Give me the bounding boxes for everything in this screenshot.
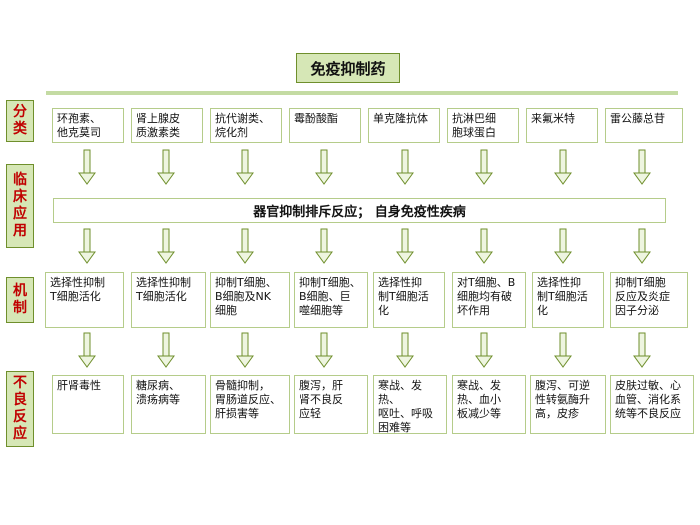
- label-adverse-reaction: 不 良 反 应: [6, 371, 34, 447]
- down-arrow-icon: [315, 149, 333, 185]
- down-arrow-icon: [78, 332, 96, 368]
- adverse-cell: 糖尿病、 溃疡病等: [131, 375, 206, 434]
- down-arrow-icon: [315, 228, 333, 264]
- down-arrow-icon: [396, 228, 414, 264]
- down-arrow-icon: [157, 332, 175, 368]
- arrows-category-to-use: [78, 149, 651, 185]
- mechanism-cell: 选择性抑 制T细胞活 化: [373, 272, 445, 328]
- down-arrow-icon: [475, 332, 493, 368]
- adverse-cell: 肝肾毒性: [52, 375, 124, 434]
- down-arrow-icon: [633, 149, 651, 185]
- down-arrow-icon: [475, 228, 493, 264]
- arrows-use-to-mechanism: [78, 228, 651, 264]
- category-cell: 雷公藤总苷: [605, 108, 683, 143]
- category-cell: 环孢素、 他克莫司: [52, 108, 124, 143]
- category-cell: 单克隆抗体: [368, 108, 440, 143]
- adverse-cell: 寒战、发热、 呕吐、呼吸 困难等: [373, 375, 447, 434]
- arrows-mechanism-to-adverse: [78, 332, 651, 368]
- down-arrow-icon: [396, 149, 414, 185]
- label-mechanism: 机 制: [6, 277, 34, 323]
- clinical-use-box: 器官抑制排斥反应； 自身免疫性疾病: [53, 198, 666, 223]
- down-arrow-icon: [396, 332, 414, 368]
- adverse-cell: 皮肤过敏、心 血管、消化系 统等不良反应: [610, 375, 694, 434]
- divider-line: [46, 91, 678, 95]
- adverse-cell: 寒战、发 热、血小 板减少等: [452, 375, 526, 434]
- category-cell: 抗代谢类、 烷化剂: [210, 108, 282, 143]
- down-arrow-icon: [78, 149, 96, 185]
- mechanism-cell: 选择性抑制 T细胞活化: [131, 272, 206, 328]
- adverse-cell: 腹泻，肝 肾不良反 应轻: [294, 375, 368, 434]
- mechanism-cell: 选择性抑制 T细胞活化: [45, 272, 124, 328]
- down-arrow-icon: [236, 149, 254, 185]
- category-cell: 来氟米特: [526, 108, 598, 143]
- mechanism-cell: 抑制T细胞、 B细胞及NK 细胞: [210, 272, 290, 328]
- adverse-cell: 腹泻、可逆 性转氨酶升 高，皮疹: [530, 375, 606, 434]
- down-arrow-icon: [633, 332, 651, 368]
- down-arrow-icon: [157, 228, 175, 264]
- down-arrow-icon: [236, 332, 254, 368]
- down-arrow-icon: [78, 228, 96, 264]
- down-arrow-icon: [633, 228, 651, 264]
- category-cell: 肾上腺皮 质激素类: [131, 108, 203, 143]
- mechanism-cell: 抑制T细胞 反应及炎症 因子分泌: [610, 272, 688, 328]
- category-cell: 霉酚酸酯: [289, 108, 361, 143]
- diagram-title: 免疫抑制药: [296, 53, 400, 83]
- category-cell: 抗淋巴细 胞球蛋白: [447, 108, 519, 143]
- adverse-cell: 骨髓抑制， 胃肠道反应、 肝损害等: [210, 375, 290, 434]
- down-arrow-icon: [475, 149, 493, 185]
- down-arrow-icon: [554, 149, 572, 185]
- down-arrow-icon: [315, 332, 333, 368]
- label-clinical-use: 临 床 应 用: [6, 164, 34, 248]
- mechanism-cell: 选择性抑 制T细胞活 化: [532, 272, 604, 328]
- down-arrow-icon: [157, 149, 175, 185]
- label-category: 分 类: [6, 100, 34, 142]
- down-arrow-icon: [236, 228, 254, 264]
- down-arrow-icon: [554, 332, 572, 368]
- mechanism-cell: 抑制T细胞、 B细胞、巨 噬细胞等: [294, 272, 368, 328]
- mechanism-cell: 对T细胞、B 细胞均有破 坏作用: [452, 272, 526, 328]
- down-arrow-icon: [554, 228, 572, 264]
